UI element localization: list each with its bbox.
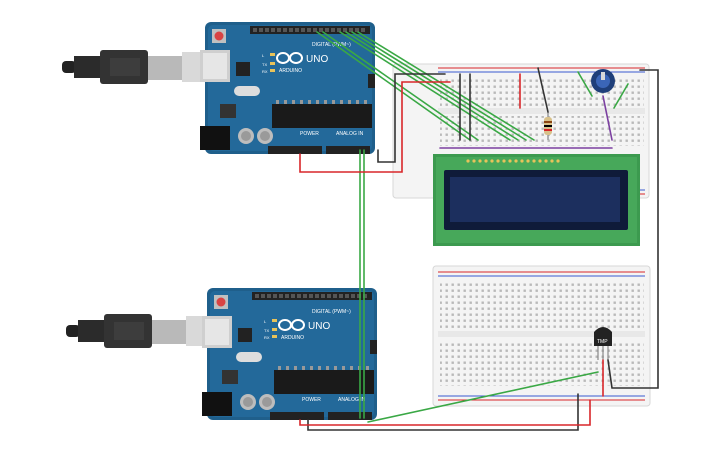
temperature-sensor: TMP <box>594 327 612 360</box>
wires <box>299 31 659 431</box>
power-label-bottom: POWER <box>302 397 321 403</box>
potentiometer <box>591 69 615 93</box>
digital-label-top: DIGITAL (PWM~) <box>312 42 351 48</box>
brand-label-top: ARDUINO <box>279 68 302 74</box>
breadboard-bottom-holes <box>440 282 644 386</box>
model-label-bottom: UNO <box>308 321 330 332</box>
led-rx-top: RX <box>262 69 268 74</box>
resistor <box>544 112 552 140</box>
led-rx-bottom: RX <box>264 335 270 340</box>
sensor-label: TMP <box>597 339 608 345</box>
analog-label-top: ANALOG IN <box>336 131 364 137</box>
arduino-uno-top: DIGITAL (PWM~) UNO ARDUINO L TX RX <box>200 22 375 154</box>
digital-label-bottom: DIGITAL (PWM~) <box>312 309 351 315</box>
analog-label-bottom: ANALOG IN <box>338 397 366 403</box>
model-label-top: UNO <box>306 54 328 65</box>
arduino-uno-bottom: DIGITAL (PWM~) UNO ARDUINO L TX RX POWER… <box>202 288 377 420</box>
led-l-bottom: L <box>264 319 267 324</box>
led-tx-top: TX <box>262 62 267 67</box>
led-tx-bottom: TX <box>264 328 269 333</box>
breadboard-bottom <box>432 265 651 407</box>
lcd-display <box>433 154 640 246</box>
led-l-top: L <box>262 53 265 58</box>
digital-header-pins-bottom <box>255 294 367 298</box>
brand-label-bottom: ARDUINO <box>281 335 304 341</box>
arduino-logo-bottom <box>278 319 305 331</box>
arduino-logo-top <box>276 52 303 64</box>
digital-header-pins-top <box>253 28 365 32</box>
power-label-top: POWER <box>300 131 319 137</box>
